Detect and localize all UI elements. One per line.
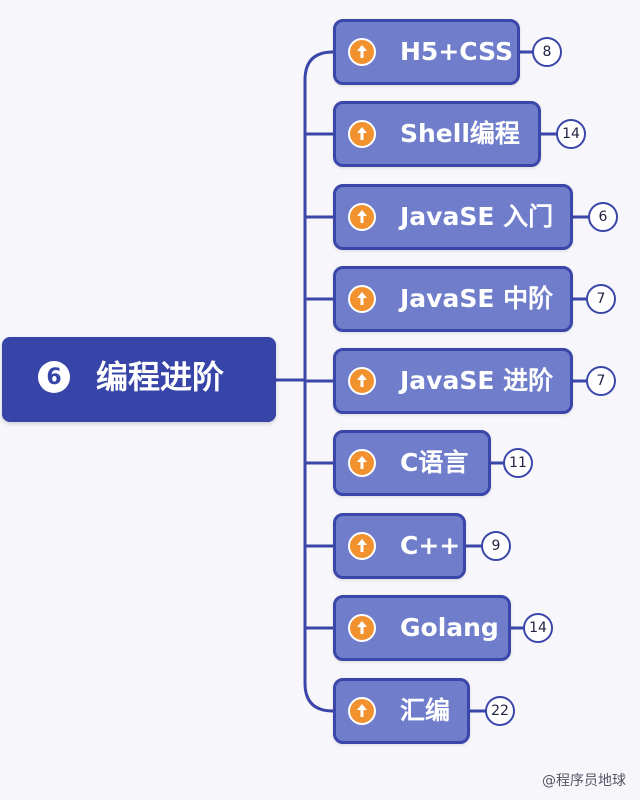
root-topic-label: 编程进阶 xyxy=(96,358,225,396)
count-badge: 22 xyxy=(485,696,515,726)
topic-node-h5-css[interactable]: H5+CSS xyxy=(333,19,520,85)
count-badge: 8 xyxy=(532,37,562,67)
count-badge: 7 xyxy=(586,366,616,396)
topic-label: JavaSE 进阶 xyxy=(400,366,554,395)
upload-arrow-icon xyxy=(348,614,376,642)
topic-label: Golang xyxy=(400,613,499,642)
count-badge: 7 xyxy=(586,284,616,314)
upload-arrow-icon xyxy=(348,203,376,231)
count-badge: 11 xyxy=(503,448,533,478)
topic-node-shell[interactable]: Shell编程 xyxy=(333,101,541,167)
topic-node-cpp[interactable]: C++ xyxy=(333,513,466,579)
circled-number-icon: 6 xyxy=(38,361,70,393)
topic-node-javase-mid[interactable]: JavaSE 中阶 xyxy=(333,266,573,332)
topic-label: C++ xyxy=(400,531,461,560)
topic-label: Shell编程 xyxy=(400,119,520,148)
topic-label: H5+CSS xyxy=(400,37,513,66)
topic-node-javase-intro[interactable]: JavaSE 入门 xyxy=(333,184,573,250)
upload-arrow-icon xyxy=(348,697,376,725)
watermark: @程序员地球 xyxy=(542,773,626,789)
topic-label: 汇编 xyxy=(400,696,451,725)
count-badge: 9 xyxy=(481,531,511,561)
topic-node-c[interactable]: C语言 xyxy=(333,430,491,496)
count-badge: 14 xyxy=(556,119,586,149)
count-badge: 14 xyxy=(523,613,553,643)
topic-label: JavaSE 入门 xyxy=(400,202,554,231)
topic-label: JavaSE 中阶 xyxy=(400,284,554,313)
topic-node-golang[interactable]: Golang xyxy=(333,595,511,661)
upload-arrow-icon xyxy=(348,367,376,395)
topic-label: C语言 xyxy=(400,448,469,477)
upload-arrow-icon xyxy=(348,285,376,313)
upload-arrow-icon xyxy=(348,449,376,477)
root-topic[interactable]: 6 编程进阶 xyxy=(2,337,276,422)
upload-arrow-icon xyxy=(348,38,376,66)
upload-arrow-icon xyxy=(348,532,376,560)
upload-arrow-icon xyxy=(348,120,376,148)
count-badge: 6 xyxy=(588,202,618,232)
topic-node-assembly[interactable]: 汇编 xyxy=(333,678,470,744)
topic-node-javase-advanced[interactable]: JavaSE 进阶 xyxy=(333,348,573,414)
